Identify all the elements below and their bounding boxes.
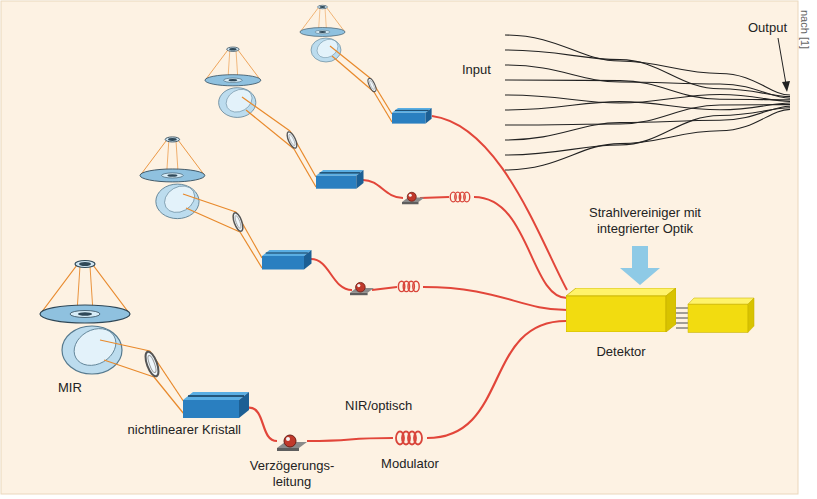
- background-panel: [1, 1, 798, 494]
- component-caption: Strahlvereiniger mit integrierter Optik: [565, 205, 725, 237]
- delay-line: [277, 432, 307, 452]
- port-label: Output: [748, 20, 787, 36]
- detector-node: Detektor: [566, 288, 676, 360]
- port-label: Input: [462, 62, 491, 78]
- optical-fiber: [427, 321, 566, 438]
- small-components: [262, 108, 470, 295]
- optical-fiber: [249, 408, 277, 441]
- band-label: MIR: [58, 380, 82, 396]
- optical-fibers: [311, 116, 567, 310]
- crystal-node: nichtlinearer Kristall: [128, 392, 249, 438]
- node-label: Modulator: [381, 456, 439, 472]
- optical-fiber: [307, 438, 393, 441]
- telescopes: [40, 5, 345, 374]
- delay-line-node: Verzögerungs- leitung: [245, 432, 340, 490]
- lenses: [143, 77, 378, 378]
- source-note: nach [1]: [797, 10, 813, 49]
- mir-beams: [100, 46, 392, 414]
- nonlinear-crystal: [183, 392, 249, 418]
- second-detector-box: [688, 298, 754, 332]
- modulator-node: Modulator: [381, 430, 439, 472]
- modulator-coil: [393, 430, 427, 446]
- output-pointer: [778, 38, 790, 92]
- combiner-arrow: [620, 246, 660, 285]
- beam-combiner-waveguides: [505, 35, 790, 170]
- node-label: Detektor: [596, 344, 645, 360]
- band-label: NIR/optisch: [345, 398, 412, 414]
- node-label: nichtlinearer Kristall: [128, 422, 241, 438]
- node-label: Verzögerungs- leitung: [245, 458, 340, 490]
- detector-box: [566, 288, 676, 332]
